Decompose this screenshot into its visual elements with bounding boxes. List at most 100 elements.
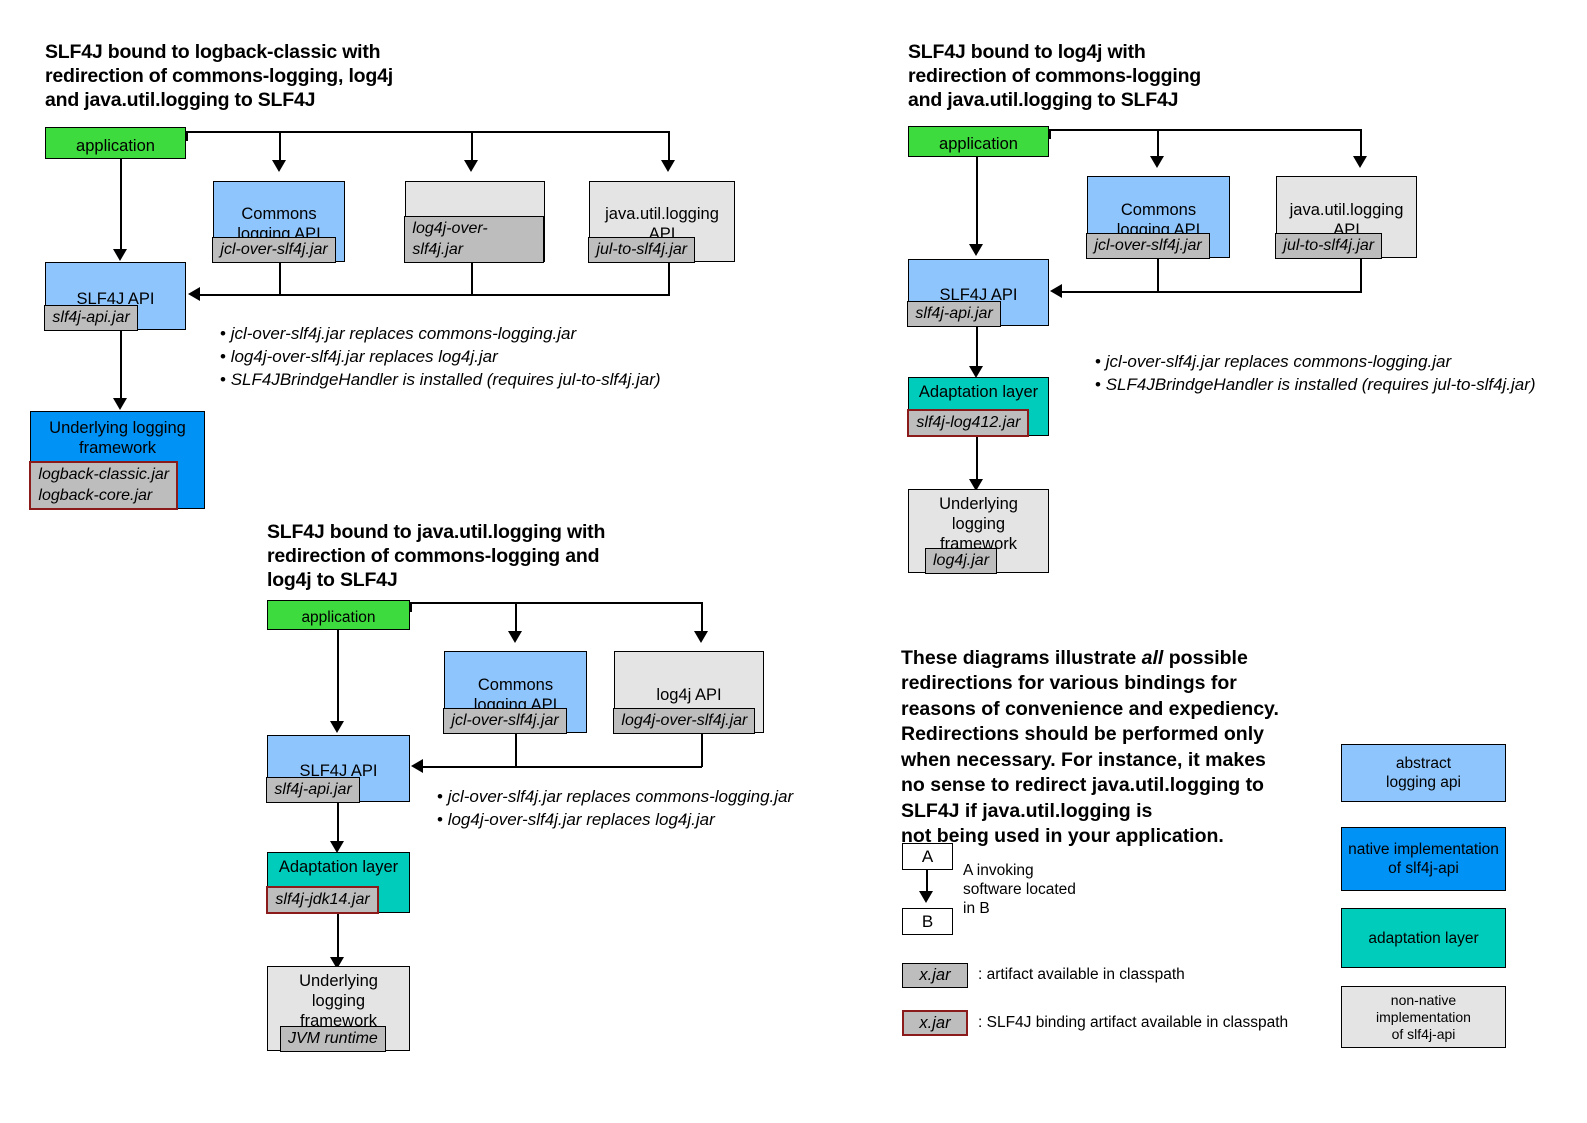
connector-bus-return bbox=[1062, 291, 1362, 293]
connector-seg bbox=[1360, 129, 1362, 159]
jar-chip-binding: slf4j-jdk14.jar bbox=[266, 885, 379, 914]
node-label: application bbox=[76, 136, 155, 155]
legend-box-b-label: B bbox=[921, 911, 934, 931]
note-item: jcl-over-slf4j.jar replaces commons-logg… bbox=[1095, 350, 1536, 373]
node-label: Underlying logging framework bbox=[49, 419, 186, 457]
diagram3-notes: jcl-over-slf4j.jar replaces commons-logg… bbox=[437, 785, 793, 831]
connector-adaptation-to-impl bbox=[976, 436, 978, 481]
node-adaptation-layer[interactable]: Adaptation layer slf4j-log412.jar bbox=[907, 377, 1049, 437]
note-item: SLF4JBrindgeHandler is installed (requir… bbox=[220, 368, 661, 391]
node-commons-logging-api[interactable]: Commons logging API jcl-over-slf4j.jar bbox=[1086, 176, 1230, 259]
node-label: log4j API bbox=[656, 685, 722, 704]
node-slf4j-api[interactable]: SLF4J API slf4j-api.jar bbox=[266, 735, 410, 803]
jar-chip: JVM runtime bbox=[280, 1025, 386, 1052]
node-slf4j-api[interactable]: SLF4J API slf4j-api.jar bbox=[44, 262, 186, 331]
connector-bus-top bbox=[186, 131, 670, 133]
legend-chip-artifact-label: x.jar bbox=[919, 966, 951, 984]
legend-swatch-label: native implementation of slf4j-api bbox=[1348, 841, 1499, 877]
note-item: jcl-over-slf4j.jar replaces commons-logg… bbox=[437, 785, 793, 808]
connector-seg bbox=[471, 262, 473, 295]
connector-seg bbox=[471, 131, 473, 163]
node-label: application bbox=[301, 608, 376, 626]
node-java-util-logging-api[interactable]: java.util.logging API jul-to-slf4j.jar bbox=[588, 181, 735, 263]
diagram2-notes: jcl-over-slf4j.jar replaces commons-logg… bbox=[1095, 350, 1536, 396]
jar-chip: log4j.jar bbox=[925, 547, 998, 574]
connector-seg bbox=[279, 262, 281, 295]
node-log4j-api[interactable]: log4j API log4j-over-slf4j.jar bbox=[613, 651, 764, 734]
arrow-down-icon bbox=[1150, 156, 1164, 168]
connector-seg bbox=[279, 131, 281, 163]
connector-bus-top bbox=[410, 602, 702, 604]
explanatory-paragraph: These diagrams illustrate all possible r… bbox=[901, 620, 1331, 850]
node-java-util-logging-api[interactable]: java.util.logging API jul-to-slf4j.jar bbox=[1275, 176, 1417, 259]
diagram2-title: SLF4J bound to log4j with redirection of… bbox=[908, 41, 1202, 111]
jar-chip: jcl-over-slf4j.jar bbox=[1086, 232, 1210, 259]
paragraph-part2: possible redirections for various bindin… bbox=[901, 646, 1279, 848]
diagram1-notes: jcl-over-slf4j.jar replaces commons-logg… bbox=[220, 322, 661, 391]
jar-chip: log4j-over-slf4j.jar bbox=[613, 707, 756, 734]
connector-seg bbox=[515, 602, 517, 634]
jar-chip: jcl-over-slf4j.jar bbox=[212, 236, 336, 263]
diagram3-title: SLF4J bound to java.util.logging with re… bbox=[267, 521, 606, 591]
legend-binding-artifact-caption: : SLF4J binding artifact available in cl… bbox=[978, 1014, 1289, 1031]
node-label: SLF4J API bbox=[939, 286, 1018, 304]
note-item: jcl-over-slf4j.jar replaces commons-logg… bbox=[220, 322, 661, 345]
note-item: log4j-over-slf4j.jar replaces log4j.jar bbox=[220, 345, 661, 368]
arrow-down-icon bbox=[508, 631, 522, 643]
legend-box-a: A bbox=[902, 843, 953, 870]
connector-api-to-adaptation bbox=[337, 802, 339, 843]
arrow-down-icon bbox=[694, 631, 708, 643]
connector-app-to-api bbox=[976, 155, 978, 245]
connector-seg bbox=[1049, 129, 1051, 139]
node-application[interactable]: application bbox=[267, 600, 410, 630]
arrow-down-icon bbox=[919, 891, 933, 903]
node-slf4j-api[interactable]: SLF4J API slf4j-api.jar bbox=[907, 259, 1049, 327]
node-label: SLF4J API bbox=[76, 289, 155, 308]
connector-seg bbox=[701, 602, 703, 634]
node-application[interactable]: application bbox=[908, 126, 1049, 157]
legend-chip-binding-artifact-label: x.jar bbox=[919, 1013, 951, 1032]
diagram1-title: SLF4J bound to logback-classic with redi… bbox=[45, 41, 393, 111]
connector-seg bbox=[1157, 129, 1159, 159]
arrow-down-icon bbox=[1353, 156, 1367, 168]
jar-chip: slf4j-api.jar bbox=[907, 300, 1001, 327]
legend-swatch-label: abstract logging api bbox=[1386, 755, 1461, 791]
connector-seg bbox=[410, 602, 412, 612]
legend-box-a-label: A bbox=[921, 846, 934, 866]
jar-chip-binding: slf4j-log412.jar bbox=[907, 408, 1030, 437]
node-label: Adaptation layer bbox=[918, 383, 1039, 401]
legend-swatch-label: adaptation layer bbox=[1368, 929, 1479, 947]
legend-box-b: B bbox=[902, 908, 953, 935]
legend-artifact-caption: : artifact available in classpath bbox=[978, 966, 1185, 983]
note-item: SLF4JBrindgeHandler is installed (requir… bbox=[1095, 373, 1536, 396]
jar-chip: jcl-over-slf4j.jar bbox=[443, 707, 567, 734]
arrow-down-icon bbox=[969, 479, 983, 491]
connector-adaptation-to-impl bbox=[337, 913, 339, 959]
arrow-down-icon bbox=[969, 366, 983, 378]
node-label: SLF4J API bbox=[299, 762, 378, 780]
jar-chip: log4j-over-slf4j.jar bbox=[404, 215, 544, 263]
arrow-down-icon bbox=[969, 244, 983, 256]
node-underlying-logging-framework[interactable]: Underlying logging framework logback-cla… bbox=[29, 411, 205, 510]
connector-seg bbox=[701, 733, 703, 767]
node-adaptation-layer[interactable]: Adaptation layer slf4j-jdk14.jar bbox=[266, 852, 410, 914]
jar-chip: slf4j-api.jar bbox=[266, 776, 360, 803]
connector-api-to-adaptation bbox=[976, 326, 978, 368]
connector-seg bbox=[1157, 258, 1159, 292]
node-commons-logging-api[interactable]: Commons logging API jcl-over-slf4j.jar bbox=[212, 181, 345, 263]
arrow-down-icon bbox=[661, 160, 675, 172]
legend-chip-artifact: x.jar bbox=[902, 963, 968, 988]
node-label: Adaptation layer bbox=[278, 858, 399, 876]
arrow-down-icon bbox=[330, 841, 344, 853]
paragraph-emphasis: all bbox=[1141, 646, 1164, 669]
node-underlying-logging-framework[interactable]: Underlying logging framework log4j.jar bbox=[908, 489, 1049, 574]
node-underlying-logging-framework[interactable]: Underlying logging framework JVM runtime bbox=[267, 966, 410, 1052]
legend-invocation-caption: A invoking software located in B bbox=[963, 862, 1076, 917]
arrow-down-icon bbox=[272, 160, 286, 172]
legend-chip-binding-artifact: x.jar bbox=[902, 1010, 968, 1036]
legend-swatch-abstract-logging-api: abstract logging api bbox=[1341, 744, 1506, 802]
node-commons-logging-api[interactable]: Commons logging API jcl-over-slf4j.jar bbox=[443, 651, 587, 734]
node-application[interactable]: application bbox=[45, 127, 186, 159]
arrow-left-icon bbox=[411, 759, 423, 773]
node-log4j-api[interactable]: log4j API log4j-over-slf4j.jar bbox=[404, 181, 545, 263]
